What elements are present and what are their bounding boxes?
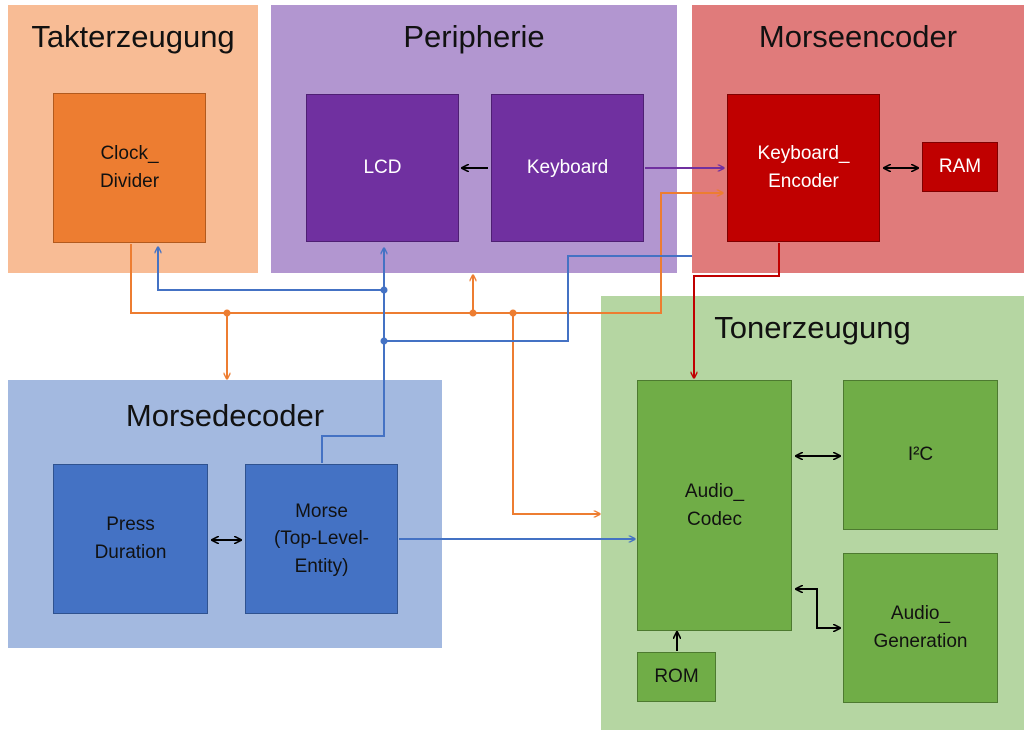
audio-generation-block[interactable]: Audio_ Generation — [843, 553, 998, 703]
region-title-takterzeugung: Takterzeugung — [31, 19, 235, 54]
keyboard-label: Keyboard — [526, 157, 609, 179]
rom-label: ROM — [654, 666, 699, 688]
lcd-label: LCD — [363, 157, 402, 179]
press-duration-block[interactable]: Press Duration — [53, 464, 208, 614]
region-title-peripherie: Peripherie — [403, 19, 545, 54]
morse-line2: (Top-Level- — [273, 528, 370, 550]
region-title-morsedecoder: Morsedecoder — [125, 398, 325, 433]
clock-divider-block[interactable]: Clock_ Divider — [53, 93, 206, 243]
encoder-to-codec-wire — [694, 243, 780, 378]
region-title-tonerzeugung: Tonerzeugung — [714, 310, 911, 345]
ram-block[interactable]: RAM — [922, 142, 998, 192]
keyboard-encoder-line2: Encoder — [768, 171, 839, 192]
ram-label: RAM — [938, 156, 982, 178]
data-wires-blue — [158, 247, 692, 539]
morse-line3: Entity) — [294, 555, 349, 577]
keyboard-encoder-line1: Keyboard_ — [757, 143, 850, 165]
clock-divider-line1: Clock_ — [100, 143, 159, 165]
clock-wires — [130, 193, 723, 514]
clock-divider-line2: Divider — [99, 171, 160, 192]
press-duration-line2: Duration — [94, 542, 167, 563]
i2c-label: I²C — [907, 444, 934, 466]
morse-block[interactable]: Morse (Top-Level- Entity) — [245, 464, 398, 614]
i2c-block[interactable]: I²C — [843, 380, 998, 530]
audio-codec-line1: Audio_ — [684, 480, 745, 502]
audio-generation-line1: Audio_ — [890, 603, 951, 625]
rom-block[interactable]: ROM — [637, 652, 716, 702]
region-title-morseencoder: Morseencoder — [758, 19, 958, 54]
audio-codec-line2: Codec — [687, 508, 742, 530]
black-arrows — [212, 168, 918, 651]
audio-generation-line2: Generation — [873, 631, 968, 652]
keyboard-block[interactable]: Keyboard — [491, 94, 644, 242]
audio-codec-block[interactable]: Audio_ Codec — [637, 380, 792, 631]
press-duration-line1: Press — [106, 514, 155, 536]
lcd-block[interactable]: LCD — [306, 94, 459, 242]
keyboard-encoder-block[interactable]: Keyboard_ Encoder — [727, 94, 880, 242]
morse-line1: Morse — [295, 500, 348, 522]
